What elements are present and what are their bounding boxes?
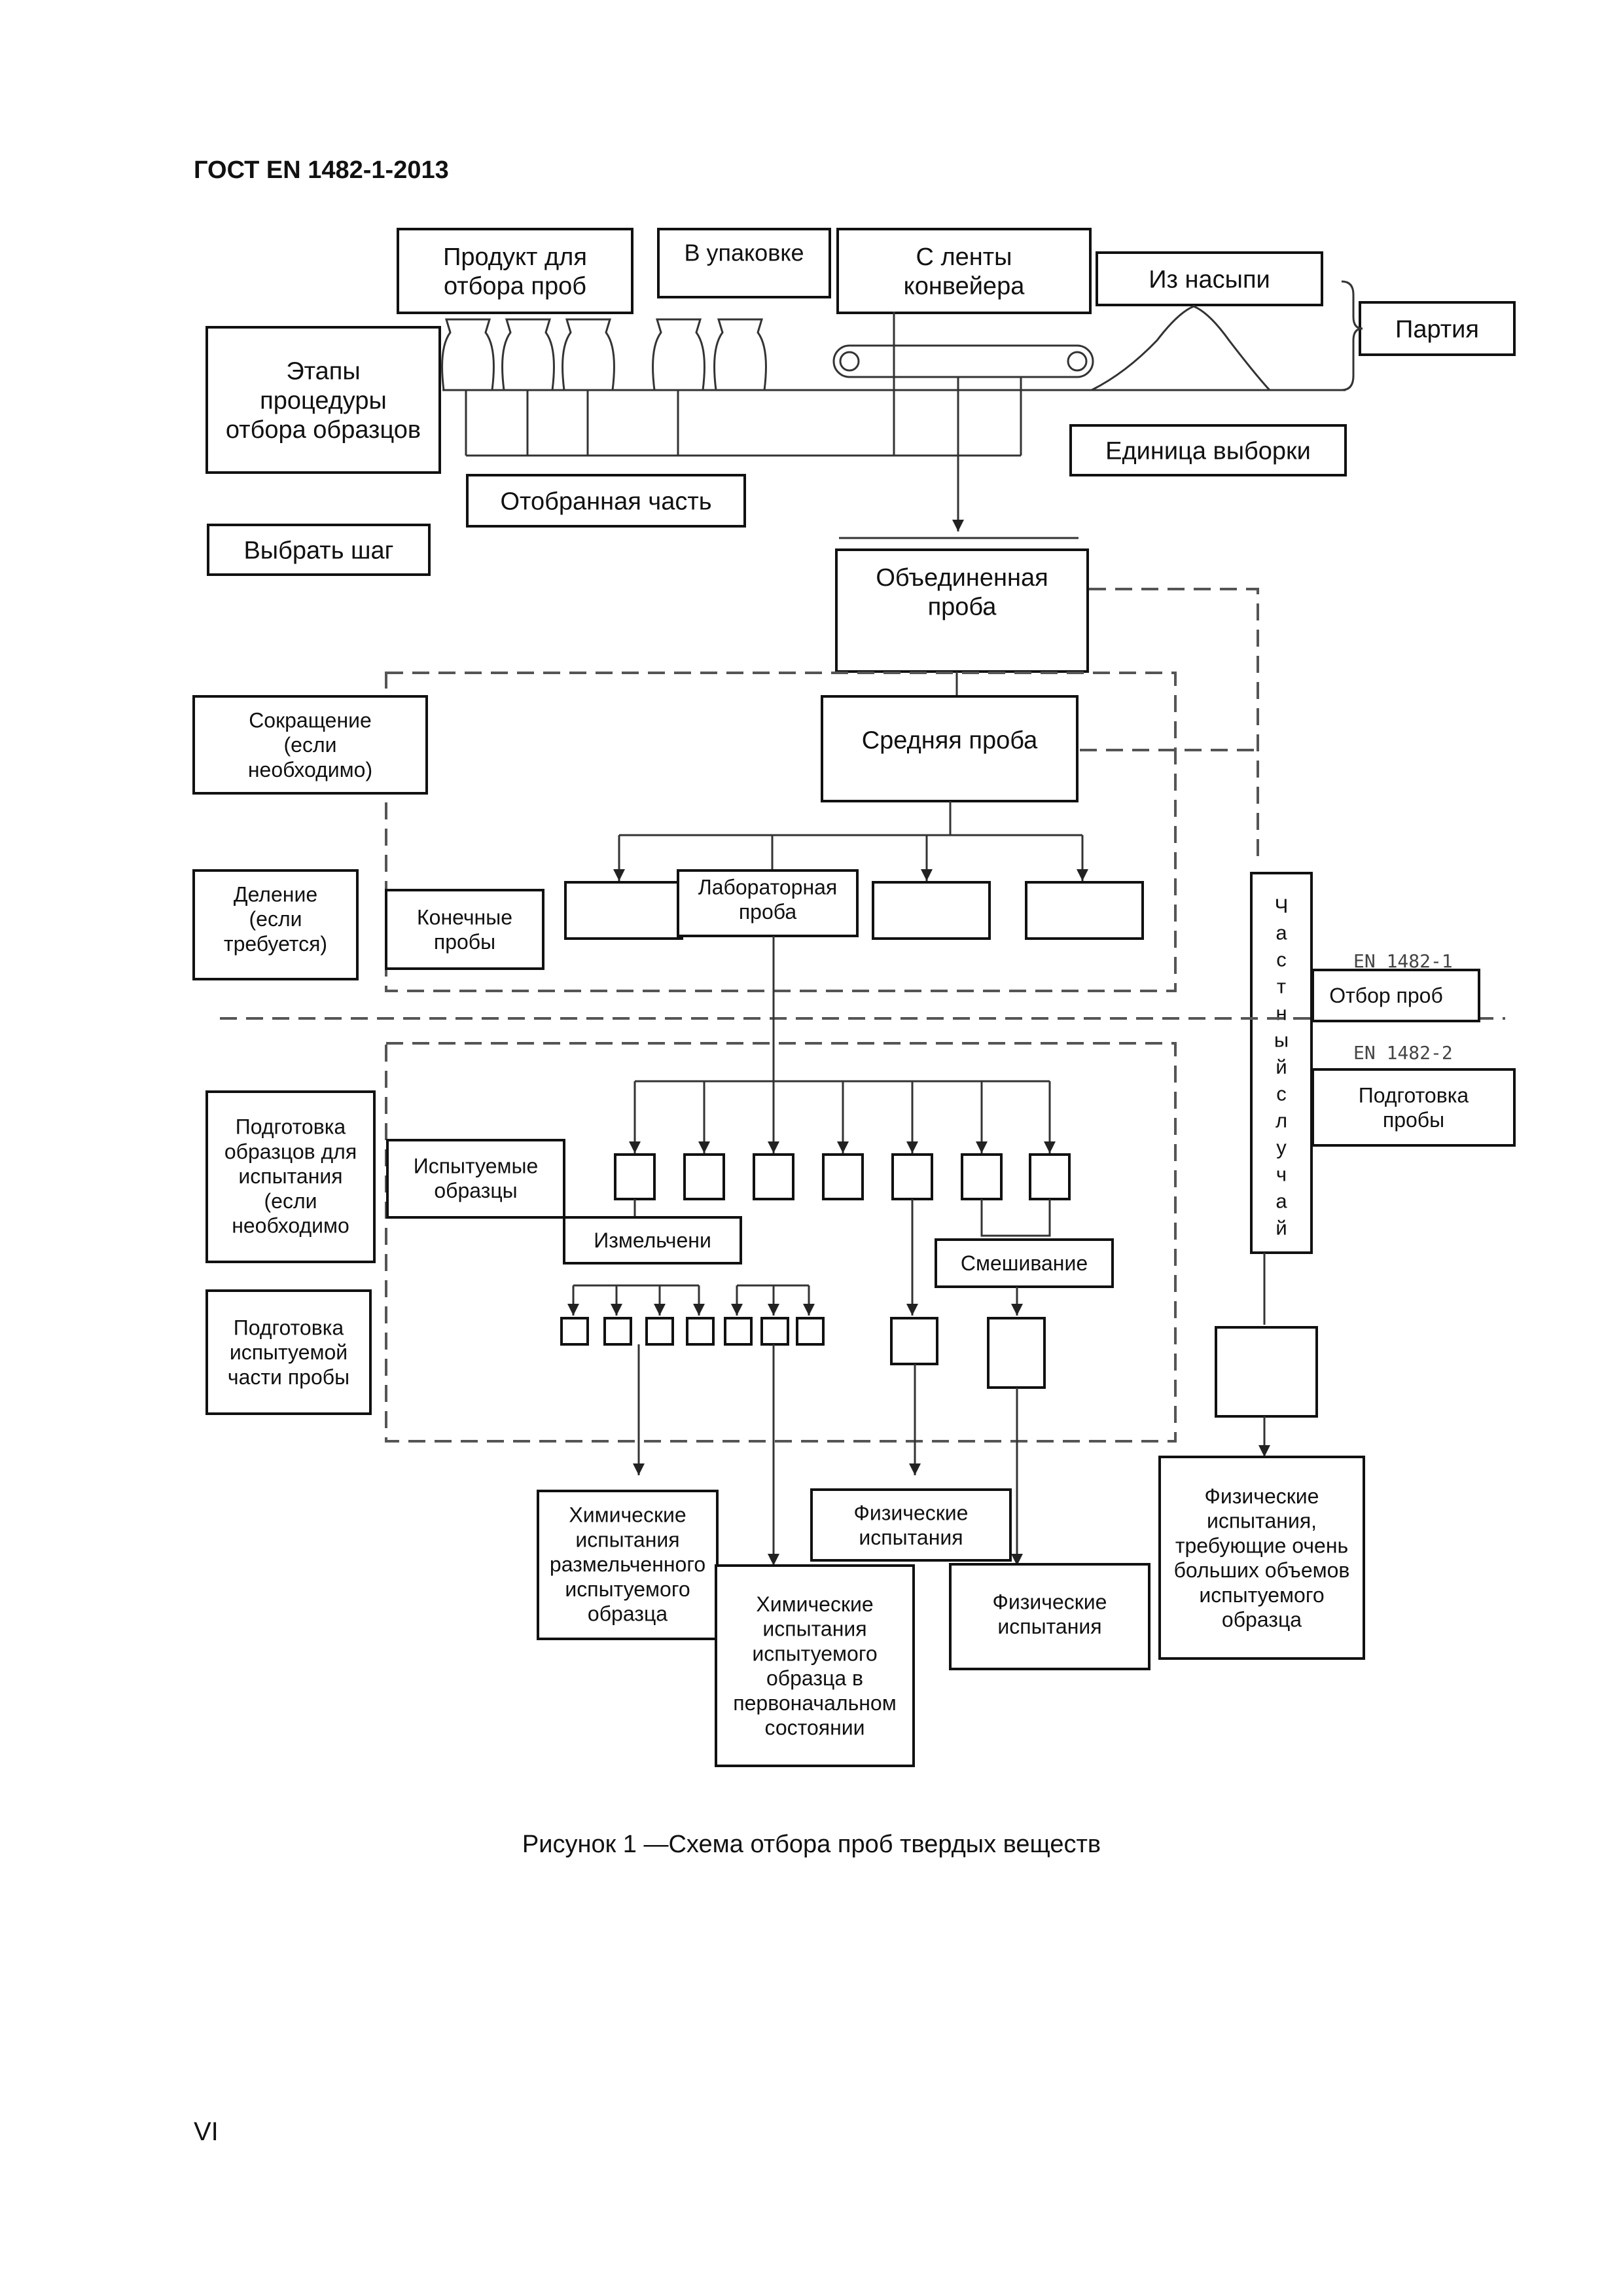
chem-original-box [715, 1564, 915, 1767]
portion-box [890, 1317, 938, 1365]
phys-bottom-box [949, 1563, 1150, 1670]
portion-box [603, 1317, 632, 1346]
sampling-unit-box [1069, 424, 1347, 476]
portion-box [686, 1317, 715, 1346]
mixing-link [980, 1199, 1051, 1237]
sack-icon [652, 318, 705, 391]
increment-lines [465, 312, 1022, 531]
sack-icon [441, 318, 495, 391]
product-box [397, 228, 633, 314]
stages-box [205, 326, 441, 474]
special-case-box [1250, 872, 1313, 1254]
large-volume-sample-box [1215, 1326, 1318, 1418]
test-sample-box [822, 1153, 864, 1200]
packed-label: В упаковке [684, 240, 804, 266]
test-sample-box [961, 1153, 1003, 1200]
test-sample-box [753, 1153, 794, 1200]
sampling-unit-label: Единица выборки [1105, 437, 1311, 465]
sampling-box [1311, 969, 1480, 1022]
conveyor-box [836, 228, 1092, 314]
grinding-label: Измельчени [594, 1229, 711, 1252]
page-number: VI [194, 2117, 219, 2146]
mixing-label: Смешивание [961, 1251, 1088, 1275]
division-arrows [613, 801, 1088, 881]
portion-box [645, 1317, 674, 1346]
grinding-box [563, 1216, 742, 1265]
batch-box [1359, 301, 1516, 356]
final-sample-box [1025, 881, 1144, 940]
packed-box [657, 228, 831, 298]
sack-icon [501, 318, 555, 391]
test-sample-box [1029, 1153, 1071, 1200]
aggregate-box [835, 548, 1089, 673]
division-box [192, 869, 359, 980]
portion-prep-box [205, 1289, 372, 1415]
final-sample-box [564, 881, 683, 940]
sack-icon [713, 318, 767, 391]
select-step-box [207, 524, 431, 576]
phys-large-box [1158, 1456, 1365, 1660]
portion-box [987, 1317, 1046, 1389]
final-sample-box [872, 881, 991, 940]
reduction-box [192, 695, 428, 795]
phys-top-box [810, 1488, 1012, 1562]
test-sample-box [891, 1153, 933, 1200]
test-sample-box [683, 1153, 725, 1200]
grinding-subdivision [567, 1199, 1023, 1316]
test-samples-box [386, 1139, 565, 1219]
portion-box [796, 1317, 825, 1346]
reduction-division-region [385, 672, 1177, 992]
increment-box [466, 474, 746, 528]
portion-box [724, 1317, 753, 1346]
batch-brace [1341, 280, 1363, 391]
heap-label: Из насыпи [1149, 266, 1270, 293]
final-samples-box [385, 889, 544, 970]
conveyor-belt-icon [832, 344, 1094, 378]
preparation-region [385, 1042, 1177, 1443]
portion-box [560, 1317, 589, 1346]
standard-2-tag: EN 1482-2 [1353, 1042, 1453, 1064]
test-sample-distribution [629, 1080, 1056, 1153]
test-sample-box [614, 1153, 656, 1200]
sampling-label: Отбор проб [1329, 984, 1443, 1007]
sample-prep-std-box [1311, 1068, 1516, 1147]
increment-label: Отобранная часть [500, 488, 711, 515]
special-case-dashed-path [1089, 588, 1259, 864]
average-label: Средняя проба [862, 726, 1038, 754]
heap-icon [1091, 305, 1271, 391]
output-arrows [633, 1344, 1270, 1566]
figure-caption: Рисунок 1 —Схема отбора проб твердых вещ… [522, 1831, 1101, 1858]
lab-sample-box [677, 869, 859, 937]
average-box [821, 695, 1079, 802]
sack-icon [562, 318, 615, 391]
sack-icons [441, 318, 767, 391]
select-step-label: Выбрать шаг [243, 537, 393, 564]
standard-1-tag: EN 1482-1 [1353, 950, 1453, 972]
document-header: ГОСТ EN 1482-1-2013 [194, 156, 449, 184]
sample-prep-box [205, 1090, 376, 1263]
mixing-box [935, 1238, 1114, 1288]
portion-box [760, 1317, 789, 1346]
heap-box [1096, 251, 1323, 306]
batch-label: Партия [1395, 315, 1479, 343]
